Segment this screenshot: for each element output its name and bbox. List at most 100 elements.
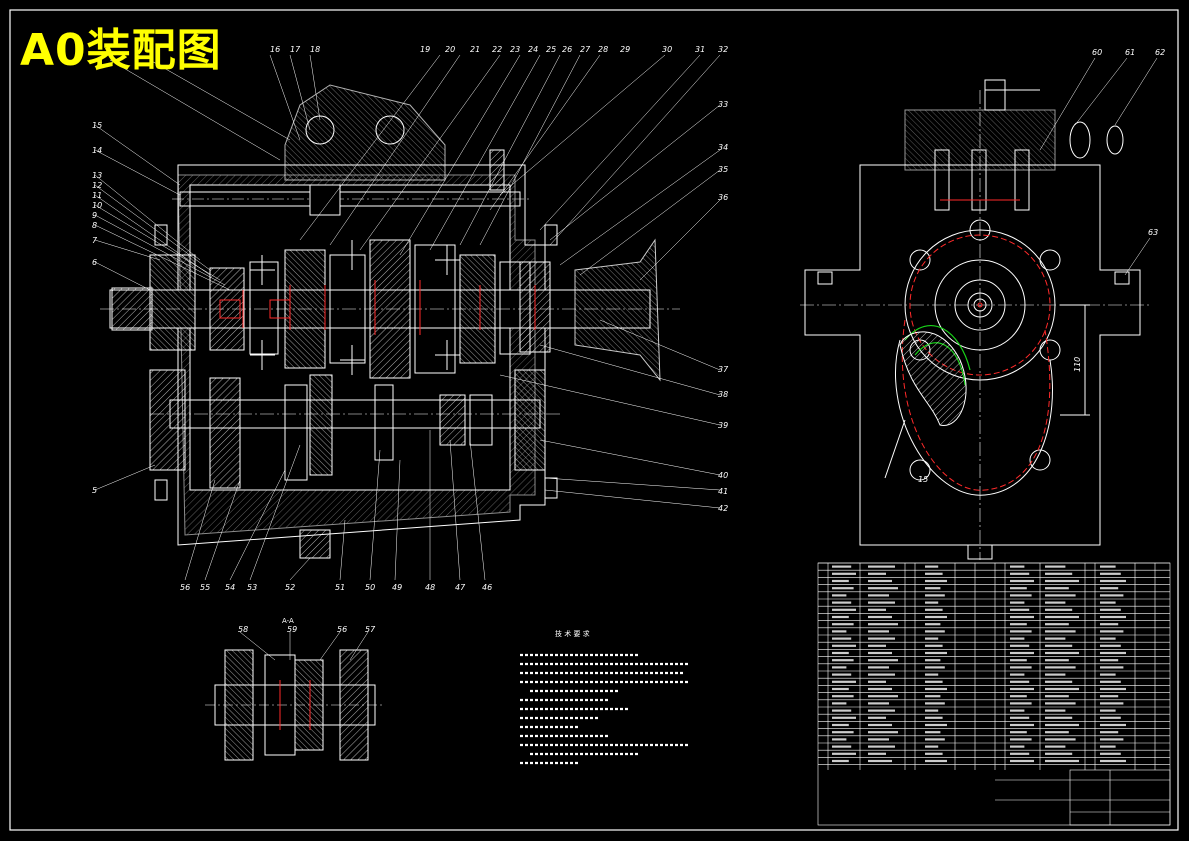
callout-number: 39 bbox=[718, 421, 728, 430]
table-cell-text bbox=[1010, 695, 1027, 698]
table-cell-text bbox=[868, 673, 895, 676]
callout-number: 33 bbox=[718, 100, 728, 109]
callout-number: 18 bbox=[310, 45, 320, 54]
table-cell-text bbox=[925, 594, 945, 597]
table-cell-text bbox=[1100, 644, 1121, 647]
table-cell-text bbox=[868, 587, 898, 590]
table-cell-text bbox=[868, 651, 892, 655]
table-cell-text bbox=[925, 738, 945, 741]
table-cell-text bbox=[925, 579, 947, 583]
table-cell-text bbox=[832, 759, 849, 763]
table-cell-text bbox=[925, 572, 943, 575]
table-cell-text bbox=[832, 716, 856, 719]
callout-number: 13 bbox=[92, 171, 102, 180]
table-cell-text bbox=[832, 659, 854, 662]
table-cell-text bbox=[868, 666, 889, 669]
callout-number: 56 bbox=[180, 583, 190, 592]
table-cell-text bbox=[1045, 623, 1069, 626]
table-cell-text bbox=[1010, 680, 1030, 683]
table-cell-text bbox=[1100, 752, 1121, 755]
main-section-view bbox=[100, 84, 680, 559]
callout-number: 47 bbox=[455, 583, 466, 592]
callout-number: 30 bbox=[662, 45, 672, 54]
table-cell-text bbox=[1100, 615, 1126, 619]
table-cell-text bbox=[1100, 666, 1124, 669]
table-cell-text bbox=[1010, 716, 1030, 719]
table-cell-text bbox=[1100, 651, 1126, 655]
table-cell-text bbox=[832, 644, 856, 647]
table-cell-text bbox=[868, 572, 886, 575]
table-cell-text bbox=[868, 745, 895, 748]
table-cell-text bbox=[925, 745, 939, 748]
callout-number: 5 bbox=[92, 486, 97, 495]
table-cell-text bbox=[868, 709, 895, 712]
leader-lines bbox=[94, 54, 721, 581]
table-cell-text bbox=[1010, 709, 1025, 712]
table-cell-text bbox=[832, 594, 847, 597]
callout-number: 19 bbox=[420, 45, 430, 54]
callout-number: 36 bbox=[718, 193, 728, 202]
table-cell-text bbox=[868, 687, 892, 691]
table-cell-text bbox=[832, 587, 854, 590]
table-cell-text bbox=[925, 695, 941, 698]
callout-number: 56 bbox=[337, 625, 347, 634]
table-cell-text bbox=[1010, 731, 1027, 734]
callout-number: 32 bbox=[718, 45, 728, 54]
table-cell-text bbox=[868, 608, 886, 611]
table-cell-text bbox=[1010, 659, 1027, 662]
table-cell-text bbox=[1100, 572, 1121, 575]
table-cell-text bbox=[1100, 594, 1124, 597]
table-cell-text bbox=[1100, 759, 1126, 763]
table-cell-text bbox=[925, 731, 941, 734]
callout-number: 46 bbox=[482, 583, 492, 592]
callout-number: 41 bbox=[718, 487, 728, 496]
table-cell-text bbox=[1010, 687, 1034, 691]
table-cell-text bbox=[868, 716, 886, 719]
table-cell-text bbox=[1045, 572, 1073, 575]
callout-number: 6 bbox=[92, 258, 97, 267]
table-cell-text bbox=[1010, 702, 1032, 705]
table-cell-text bbox=[1045, 752, 1073, 755]
callout-number: 14 bbox=[92, 146, 102, 155]
table-cell-text bbox=[1010, 623, 1027, 626]
table-cell-text bbox=[1045, 587, 1069, 590]
table-cell-text bbox=[1100, 716, 1121, 719]
table-cell-text bbox=[868, 579, 892, 583]
table-cell-text bbox=[1045, 716, 1073, 719]
table-cell-text bbox=[868, 695, 898, 698]
tech-requirements-title: 技 术 要 求 bbox=[555, 629, 590, 638]
callout-number: 60 bbox=[1092, 48, 1102, 57]
callout-number: 38 bbox=[718, 390, 728, 399]
table-cell-text bbox=[925, 680, 943, 683]
spline-marks bbox=[219, 280, 536, 335]
table-cell-text bbox=[832, 702, 847, 705]
table-cell-text bbox=[1045, 637, 1066, 640]
table-cell-text bbox=[868, 615, 892, 619]
table-cell-text bbox=[1045, 651, 1079, 655]
table-cell-text bbox=[832, 731, 854, 734]
callout-number: 40 bbox=[718, 471, 728, 480]
table-cell-text bbox=[1045, 608, 1073, 611]
callout-number: 11 bbox=[92, 191, 102, 200]
callout-number: 58 bbox=[238, 625, 248, 634]
table-cell-text bbox=[925, 702, 945, 705]
table-cell-text bbox=[832, 601, 852, 604]
callout-number: 22 bbox=[492, 45, 502, 54]
sheet-border bbox=[9, 9, 1179, 831]
table-cell-text bbox=[925, 587, 941, 590]
table-cell-text bbox=[925, 565, 939, 568]
table-cell-text bbox=[925, 673, 939, 676]
table-cell-text bbox=[925, 687, 947, 691]
table-cell-text bbox=[1010, 738, 1032, 741]
callout-number: 50 bbox=[365, 583, 375, 592]
table-cell-text bbox=[868, 630, 889, 633]
table-cell-text bbox=[868, 723, 892, 727]
table-cell-text bbox=[832, 615, 849, 619]
table-cell-text bbox=[1010, 759, 1034, 763]
table-cell-text bbox=[832, 752, 856, 755]
callout-number: 31 bbox=[695, 45, 705, 54]
table-cell-text bbox=[1100, 623, 1119, 626]
dimension-b: 110 bbox=[1073, 357, 1082, 372]
table-cell-text bbox=[1100, 630, 1124, 633]
